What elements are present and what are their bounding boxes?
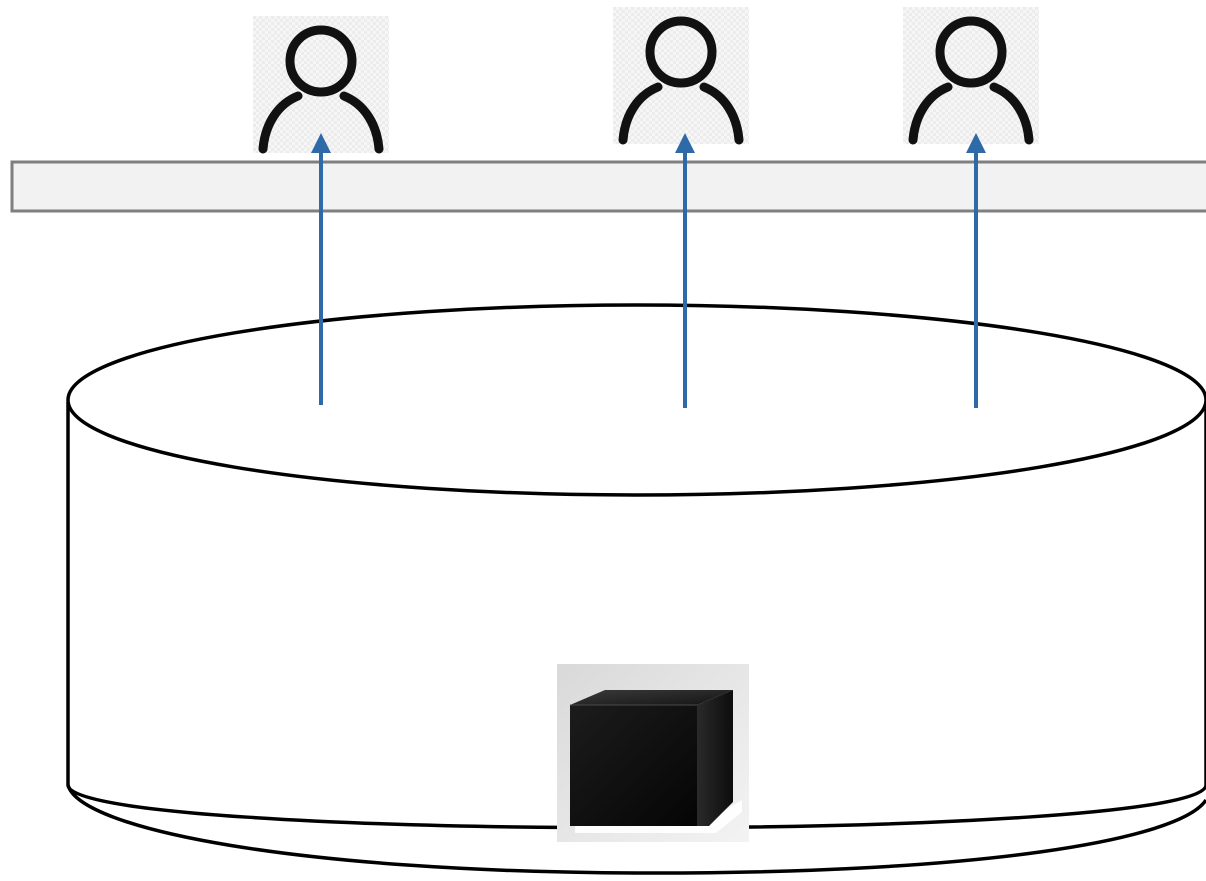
- user-icon: [613, 7, 749, 145]
- user-icon: [253, 16, 389, 154]
- cylinder-bottom-curve: [66, 784, 1206, 875]
- cylinder-top: [66, 303, 1206, 497]
- user-icon: [903, 7, 1039, 145]
- barrier-bar: [10, 160, 1206, 213]
- database-cylinder: [66, 303, 1206, 875]
- black-cube-icon: [557, 664, 749, 842]
